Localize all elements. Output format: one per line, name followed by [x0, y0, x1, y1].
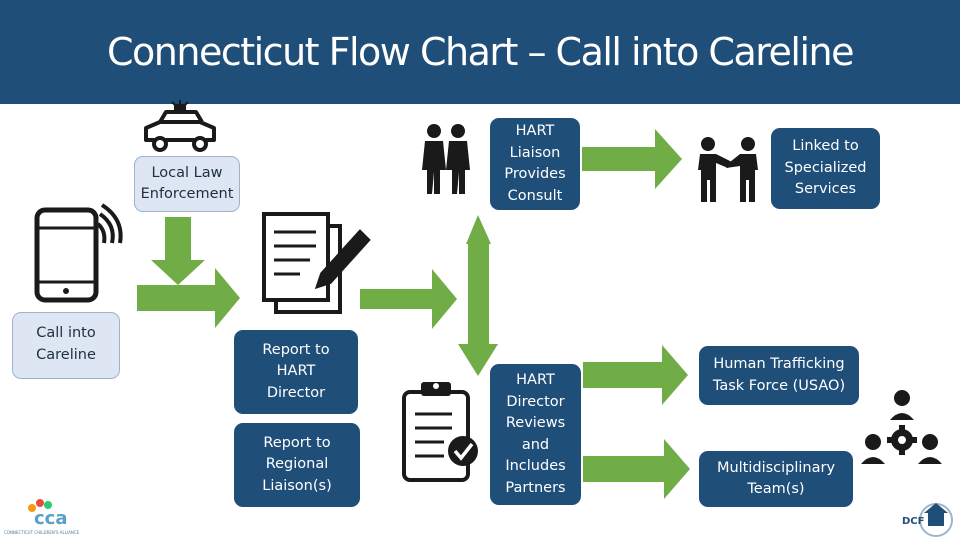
dcf-logo: DCF	[902, 503, 953, 537]
police-car-icon	[144, 100, 216, 152]
linked-specialized-services-box: Linked to Specialized Services	[771, 128, 880, 209]
title-banner	[0, 0, 960, 104]
report-regional-liaison-box: Report to Regional Liaison(s)	[234, 423, 360, 507]
arrow-vertical-double-bottom	[458, 344, 498, 376]
handshake-icon	[698, 137, 758, 202]
page-title: Connecticut Flow Chart – Call into Carel…	[107, 30, 855, 74]
mobile-phone-icon	[34, 203, 123, 303]
two-people-icon	[422, 124, 470, 194]
arrow-right-to-director	[360, 269, 457, 329]
arrow-right-to-report	[137, 268, 240, 328]
human-trafficking-task-force-box: Human Trafficking Task Force (USAO)	[699, 346, 859, 405]
hart-liaison-consult-box: HART Liaison Provides Consult	[490, 118, 580, 210]
arrow-right-to-taskforce	[583, 345, 688, 405]
arrow-right-to-mdt	[583, 439, 690, 499]
report-hart-director-box: Report to HART Director	[234, 330, 358, 414]
multidisciplinary-team-box: Multidisciplinary Team(s)	[699, 451, 853, 507]
clipboard-check-icon	[402, 382, 478, 482]
call-into-careline-box: Call into Careline	[12, 312, 120, 379]
svg-text:DCF: DCF	[902, 516, 924, 527]
local-law-enforcement-box: Local Law Enforcement	[134, 156, 240, 212]
hart-director-reviews-box: HART Director Reviews and Includes Partn…	[490, 364, 581, 505]
svg-text:cca: cca	[34, 508, 68, 529]
arrow-right-to-linked	[582, 129, 682, 189]
svg-text:CONNECTICUT CHILDREN'S ALLIANC: CONNECTICUT CHILDREN'S ALLIANCE	[4, 530, 80, 535]
cca-logo: cca CONNECTICUT CHILDREN'S ALLIANCE	[4, 499, 80, 535]
arrow-down-to-flow	[151, 217, 205, 285]
team-gear-icon	[861, 390, 942, 464]
arrow-vertical-shaft	[468, 244, 489, 344]
arrow-vertical-double	[466, 215, 491, 244]
document-pen-icon	[262, 212, 371, 314]
